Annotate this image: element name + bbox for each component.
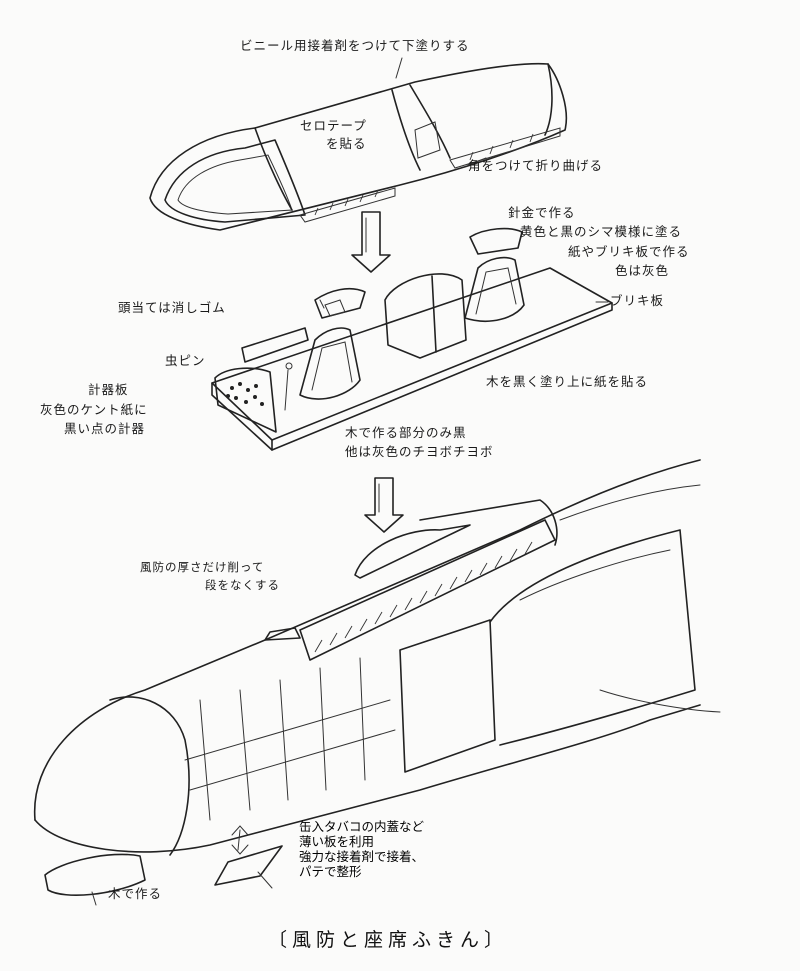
label-pin: 虫ピン xyxy=(165,353,206,368)
label-panel-1: 計器板 xyxy=(88,382,129,397)
label-yellow-black: 黄色と黒のシマ模様に塗る xyxy=(520,224,683,239)
label-can-4: パテで整形 xyxy=(299,864,362,879)
down-arrow-2 xyxy=(364,477,404,533)
label-cellotape-2: を貼る xyxy=(326,136,367,151)
label-wood-black: 木を黒く塗り上に紙を貼る xyxy=(486,374,649,389)
label-cellotape-1: セロテープ xyxy=(300,118,367,133)
label-fold-corners: 角をつけて折り曲げる xyxy=(468,158,604,173)
label-can-2: 薄い板を利用 xyxy=(299,834,375,849)
figure-caption: 〔風防と座席ふきん〕 xyxy=(268,929,509,951)
label-headrest: 頭当ては消しゴム xyxy=(118,300,226,315)
cockpit-tub-drawing xyxy=(211,227,613,451)
label-wood-part-1: 木で作る部分のみ黒 xyxy=(345,425,467,440)
label-vinyl-glue: ビニール用接着剤をつけて下塗りする xyxy=(240,38,470,53)
label-shave-1: 風防の厚さだけ削って xyxy=(140,560,265,574)
down-arrow-1 xyxy=(351,211,391,273)
label-tin-plate: ブリキ板 xyxy=(610,293,665,308)
label-wire-make: 針金で作る xyxy=(508,205,576,220)
label-can-1: 缶入タバコの内蓋など xyxy=(299,819,425,834)
label-panel-3: 黒い点の計器 xyxy=(64,421,146,436)
canopy-drawing xyxy=(149,57,568,231)
label-can-3: 強力な接着剤で接着、 xyxy=(299,849,425,864)
label-gray-color: 色は灰色 xyxy=(615,263,670,278)
label-wood-make: 木で作る xyxy=(108,886,163,901)
label-wood-part-2: 他は灰色のチヨボチヨボ xyxy=(345,444,494,459)
label-shave-2: 段をなくする xyxy=(205,578,280,592)
fuselage-drawing xyxy=(33,459,721,906)
label-paper-tin: 紙やブリキ板で作る xyxy=(568,244,690,259)
label-panel-2: 灰色のケント紙に xyxy=(40,402,148,417)
